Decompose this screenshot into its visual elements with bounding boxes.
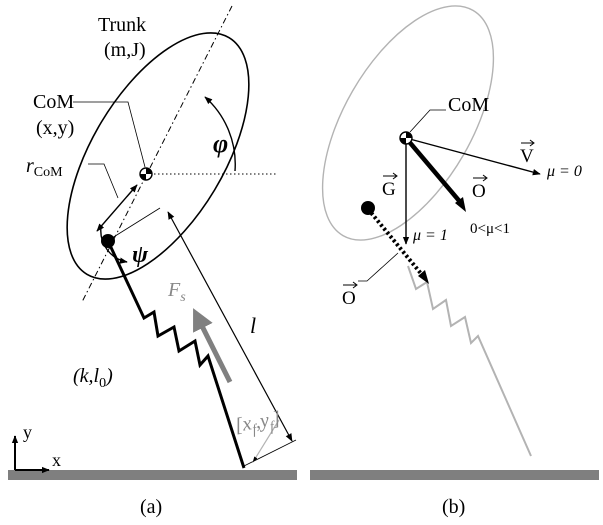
svg-text:V: V: [520, 146, 534, 167]
r-com-leader-line: [88, 163, 119, 199]
force-label: Fs: [167, 279, 186, 305]
mu-zero-label: μ = 0: [546, 163, 582, 180]
hip-joint: [101, 234, 115, 248]
svg-text:G: G: [382, 179, 396, 200]
r-com-label: rCoM: [26, 155, 63, 180]
panel-a: Trunk (m,J) CoM (x,y) rCoM φ ψ Fs l (k,l…: [8, 5, 297, 518]
foot-point-label: [xf,yf]: [233, 407, 283, 441]
caption-b: (b): [442, 496, 465, 518]
trunk-axis-line: [81, 5, 233, 303]
trunk-ellipse-faded: [321, 5, 495, 241]
svg-text:O: O: [472, 181, 486, 202]
psi-symbol: ψ: [132, 242, 149, 268]
trunk-label: Trunk: [98, 14, 146, 36]
vector-v-arrow: [405, 137, 541, 176]
vector-o-label: O: [472, 174, 488, 202]
vector-v-label: V: [520, 139, 535, 167]
leg-length-label: l: [250, 313, 256, 338]
vector-o-arrowhead: [455, 197, 466, 212]
caption-a: (a): [140, 496, 162, 518]
panel-b: CoM V G O O μ = 0 μ = 1 0<μ<1 (b): [310, 5, 599, 518]
spring-force-arrow: [193, 308, 233, 384]
phi-symbol: φ: [213, 129, 228, 158]
trunk-params-label: (m,J): [104, 39, 146, 61]
phi-angle-arc: [204, 96, 236, 172]
foot-point-pointer: [252, 419, 280, 463]
leg-spring-faded: [407, 265, 532, 457]
leg-spring: [106, 240, 246, 469]
leg-to-vpp-dotted: [366, 207, 425, 278]
mu-one-label: μ = 1: [412, 227, 448, 244]
ground-bar-a: [8, 470, 297, 480]
mu-between-label: 0<μ<1: [470, 221, 510, 237]
com-label-b: CoM: [448, 94, 489, 116]
r-com-dimension-arrow: [96, 184, 138, 232]
vpp-foot-leader-line: [358, 252, 399, 282]
com-leader-line-a: [73, 101, 146, 168]
vector-g-label: G: [382, 172, 398, 200]
spring-params-label: (k,l0): [73, 365, 113, 391]
foot-leader-line: [243, 439, 297, 467]
com-label-a: CoM: [33, 91, 74, 113]
com-symbol-a: [139, 167, 153, 181]
psi-angle-arc: [100, 226, 128, 264]
hip-joint-b: [361, 201, 375, 215]
x-axis-label: x: [52, 450, 61, 470]
ground-bar-b: [310, 470, 599, 480]
svg-text:O: O: [342, 288, 356, 309]
leg-length-arrow: [167, 211, 293, 442]
vector-o-arrow: [404, 136, 463, 205]
leg-to-vpp-arrowhead: [418, 270, 429, 284]
y-axis-label: y: [23, 422, 32, 442]
com-leader-line-b: [409, 109, 446, 133]
com-symbol-b: [399, 131, 413, 145]
vector-o-foot-label: O: [342, 281, 358, 309]
com-coords-label: (x,y): [36, 117, 74, 139]
hip-leader-line: [111, 207, 161, 239]
trunk-ellipse: [66, 32, 250, 280]
